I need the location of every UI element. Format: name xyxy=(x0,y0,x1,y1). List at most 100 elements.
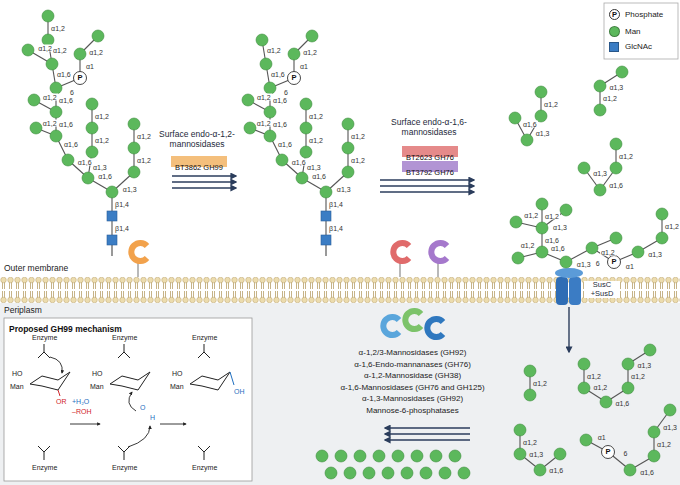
free-mannose xyxy=(335,450,347,462)
legend-box xyxy=(604,3,678,59)
mannose-circle xyxy=(594,80,606,92)
linkage-label: α1,2 xyxy=(302,49,318,56)
legend-swatch xyxy=(609,26,620,37)
free-mannose xyxy=(392,450,404,462)
region-label: Periplasm xyxy=(4,306,42,316)
free-mannose xyxy=(411,450,423,462)
mannose-circle xyxy=(82,172,94,184)
linkage-label: α1,6 xyxy=(311,173,327,180)
linkage-label: α1 xyxy=(299,63,309,70)
enzyme-step-label: Surface endo-α-1,6-mannosidases xyxy=(384,118,474,138)
linkage-label: β1,4 xyxy=(114,201,130,208)
enzyme-list-item: α-1,2/3-Mannosidases (GH92) xyxy=(330,348,495,357)
linkage-label: α1,3 xyxy=(122,186,138,193)
mannose-circle xyxy=(622,382,634,394)
mannose-circle xyxy=(342,142,354,154)
mannose-circle xyxy=(648,426,660,438)
free-mannose xyxy=(382,467,394,479)
linkage-label: 6 xyxy=(595,260,601,267)
linkage-label: α1,2 xyxy=(656,441,672,448)
mannose-circle xyxy=(578,162,590,174)
mannose-circle xyxy=(264,82,276,94)
region-label: Outer membrane xyxy=(4,264,68,274)
enzyme-name: BT3792 GH76 xyxy=(402,168,458,179)
linkage-label: α1,6 xyxy=(77,158,93,165)
legend-label: Phosphate xyxy=(625,10,663,20)
glcnac-square xyxy=(107,235,117,245)
mechanism-label: OR xyxy=(56,398,67,405)
mannose-circle xyxy=(578,382,590,394)
phosphate-mark: P xyxy=(77,74,82,82)
free-mannose xyxy=(420,467,432,479)
linkage-label: 6 xyxy=(283,89,289,96)
enzyme-name: BT3862 GH99 xyxy=(171,163,227,174)
mannose-circle xyxy=(524,389,536,401)
legend-swatch xyxy=(609,42,619,52)
linkage-label: α1,2 xyxy=(88,49,104,56)
mannose-circle xyxy=(514,448,526,460)
mannose-circle xyxy=(242,94,254,106)
mannose-circle xyxy=(536,198,548,210)
enzyme-box: BT3862 GH99 xyxy=(171,156,227,167)
mannose-circle xyxy=(106,186,118,198)
linkage-label: α1,3 xyxy=(592,170,608,177)
enzyme-list-item: α-1,3-Mannosidases (GH92) xyxy=(330,394,495,403)
surface-enzymes xyxy=(131,243,447,261)
free-mannose xyxy=(325,467,337,479)
mannose-circle xyxy=(648,450,660,462)
mannose-circle xyxy=(264,130,276,142)
linkage-label: α1,2 xyxy=(664,223,680,230)
glcnac-square xyxy=(107,211,117,221)
mannose-circle xyxy=(244,122,256,134)
mechanism-arrows xyxy=(50,357,186,447)
linkage-label: α1,6 xyxy=(522,121,538,128)
phosphate-circle xyxy=(288,72,301,85)
phosphate-mark: P xyxy=(611,258,616,266)
linkage-label: β1,4 xyxy=(114,225,130,232)
mechanism-structures xyxy=(30,344,234,460)
mechanism-label: O xyxy=(140,404,145,411)
linkage-label: α1,2 xyxy=(308,113,324,120)
linkage-label: α1,2 xyxy=(350,133,366,140)
linkage-label: α1 xyxy=(85,63,95,70)
linkage-label: α1,6 xyxy=(614,400,630,407)
free-mannose xyxy=(458,467,470,479)
linkage-label: α1,3 xyxy=(647,250,663,257)
mannose-circle xyxy=(46,58,58,70)
periplasmic-enzymes xyxy=(383,311,443,337)
susc-susd xyxy=(555,268,583,305)
mannose-circle xyxy=(342,166,354,178)
linkage-label: α1,2 xyxy=(602,95,618,102)
linkage-label: α1,2 xyxy=(94,113,110,120)
mannose-circle xyxy=(86,122,98,134)
linkage-label: α1,6 xyxy=(272,97,288,104)
mechanism-label: H xyxy=(150,414,155,421)
enzyme-list-item: α-1,2-Mannosidase (GH38) xyxy=(330,371,495,380)
mechanism-label: HO xyxy=(92,370,103,377)
mannose-circle xyxy=(22,44,34,56)
mannose-circle xyxy=(514,424,526,436)
mechanism-label: HO xyxy=(12,370,23,377)
linkage-label: α1,2 xyxy=(136,133,152,140)
linkage-label: α1,3 xyxy=(662,423,678,430)
mechanism-label: Man xyxy=(90,383,104,390)
linkage-label: α1,3 xyxy=(552,224,568,231)
mannose-circle xyxy=(28,94,40,106)
linkage-label: α1,3 xyxy=(636,362,652,369)
mannose-circle xyxy=(536,222,548,234)
linkage-label: α1,6 xyxy=(291,158,307,165)
enzyme-list-item: Mannose-6-phosphatases xyxy=(330,406,495,415)
free-mannose xyxy=(344,467,356,479)
linkage-label: α1,6 xyxy=(544,237,560,244)
linkage-label: β1,4 xyxy=(328,225,344,232)
enzyme-step-label: Surface endo-α-1,2-mannosidases xyxy=(152,130,242,150)
linkage-label: α1,2 xyxy=(50,25,66,32)
mechanism-label: Enzyme xyxy=(32,334,57,341)
mannose-circle xyxy=(30,122,42,134)
periplasm-ground xyxy=(0,303,680,485)
mannose-circle xyxy=(128,142,140,154)
linkage-label: α1,2 xyxy=(586,373,602,380)
mannose-circle xyxy=(300,98,312,110)
glcnac-square xyxy=(321,211,331,221)
mannose-circle xyxy=(62,154,74,166)
